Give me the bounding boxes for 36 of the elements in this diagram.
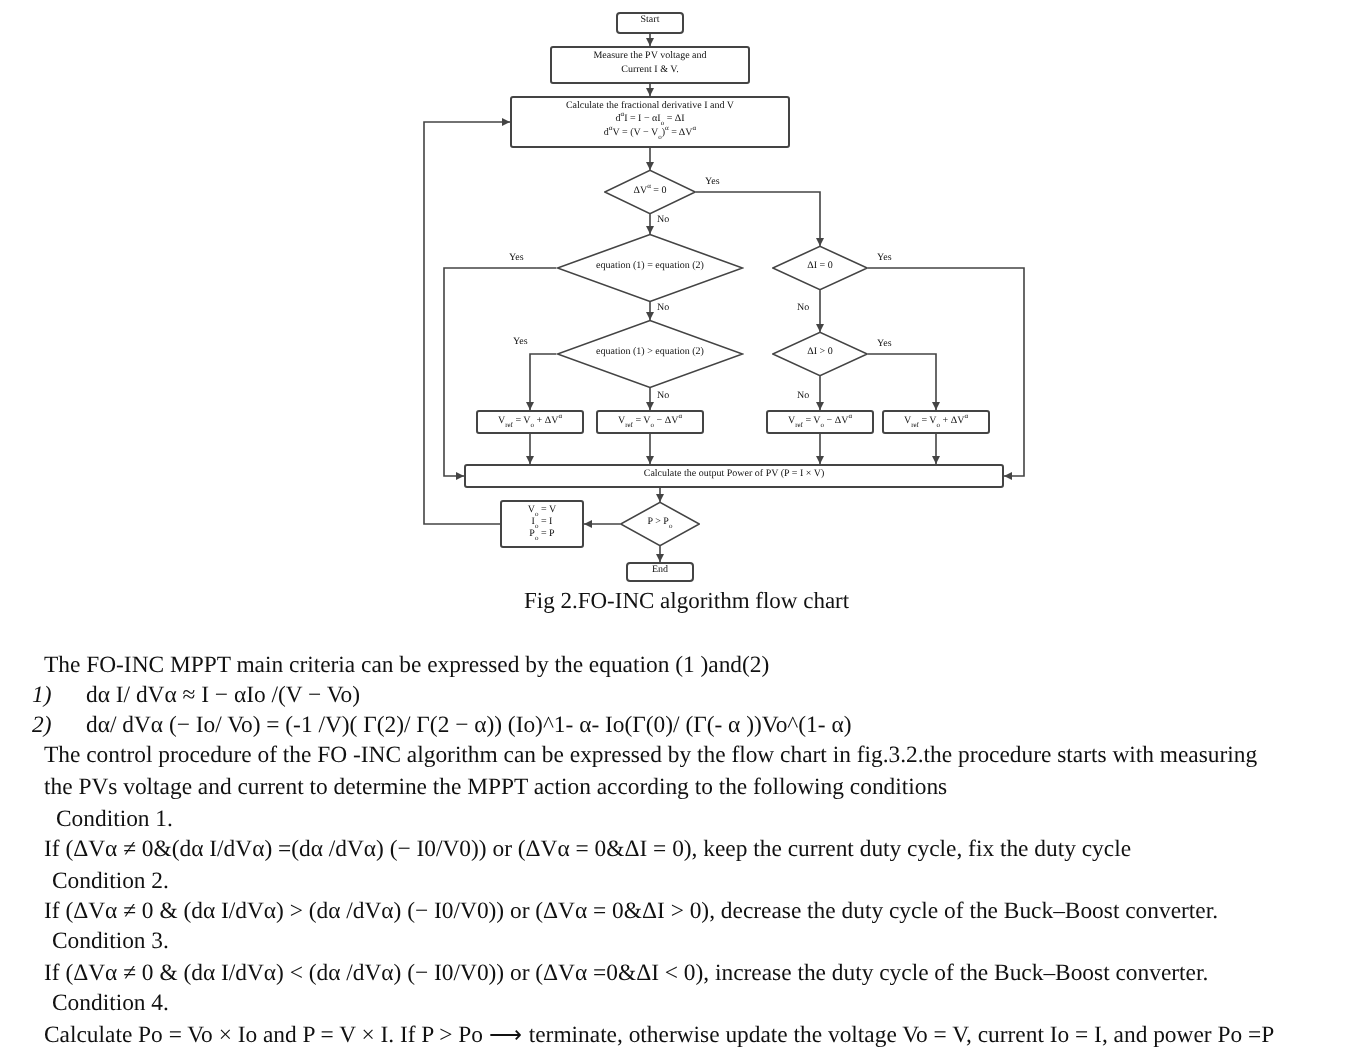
arrow — [583, 520, 621, 528]
arrow — [816, 375, 824, 411]
arrow — [646, 33, 654, 47]
arrow — [816, 289, 824, 333]
condition-heading: Condition 2. — [52, 866, 169, 897]
text-line: The FO-INC MPPT main criteria can be expressed by the equation (1 )and(2) — [44, 650, 770, 681]
condition-heading: Condition 4. — [52, 988, 169, 1019]
arrow — [526, 353, 557, 411]
arrow — [526, 433, 534, 465]
arrow — [656, 545, 664, 563]
text-line: Calculate Po = Vo × Io and P = V × I. If P > Po ⟶ terminate, otherwise update the voltage Vo = V, current Io = I, and power Po =P — [44, 1020, 1275, 1051]
arrow — [423, 118, 511, 525]
list-number: 1) — [32, 680, 52, 711]
arrow — [646, 301, 654, 321]
condition-text: If (ΔVα ≠ 0 & (dα I/dVα) < (dα /dVα) (− I0/V0)) or (ΔVα =0&ΔI < 0), increase the duty cycle of the Buck–Boost converter. — [44, 958, 1209, 989]
arrow — [656, 487, 664, 503]
arrow — [646, 83, 654, 97]
arrow — [646, 387, 654, 411]
arrow — [932, 433, 940, 465]
arrow — [867, 267, 1025, 480]
condition-heading: Condition 3. — [52, 926, 169, 957]
arrow — [695, 191, 824, 247]
condition-text: If (ΔVα ≠ 0 & (dα I/dVα) > (dα /dVα) (− I0/V0)) or (ΔVα = 0&ΔI > 0), decrease the duty cycle of the Buck–Boost converter. — [44, 896, 1219, 927]
condition-heading: Condition 1. — [56, 804, 173, 835]
paragraph: The control procedure of the FO -INC algorithm can be expressed by the flow chart in fig.3.2.the procedure starts with measuring the PVs voltage and current to determine the MPPT action according to the following conditions — [44, 740, 1260, 802]
equation: dα/ dVα (− Io/ Vo) = (-1 /V)( Γ(2)/ Γ(2 − α)) (Io)^1- α- Io(Γ(0)/ (Γ(- α ))Vo^(1- α) — [86, 710, 852, 741]
arrow — [867, 353, 940, 411]
arrow — [443, 267, 557, 480]
arrow — [646, 433, 654, 465]
figure-caption: Fig 2.FO-INC algorithm flow chart — [524, 588, 850, 616]
condition-text: If (ΔVα ≠ 0&(dα I/dVα) =(dα /dVα) (− I0/V0)) or (ΔVα = 0&ΔI = 0), keep the current duty cycle, fix the duty cycle — [44, 834, 1132, 865]
arrow — [646, 213, 654, 235]
equation: dα I/ dVα ≈ I − αIo /(V − Vo) — [86, 680, 360, 711]
list-number: 2) — [32, 710, 52, 741]
arrow — [646, 147, 654, 171]
arrow — [816, 433, 824, 465]
